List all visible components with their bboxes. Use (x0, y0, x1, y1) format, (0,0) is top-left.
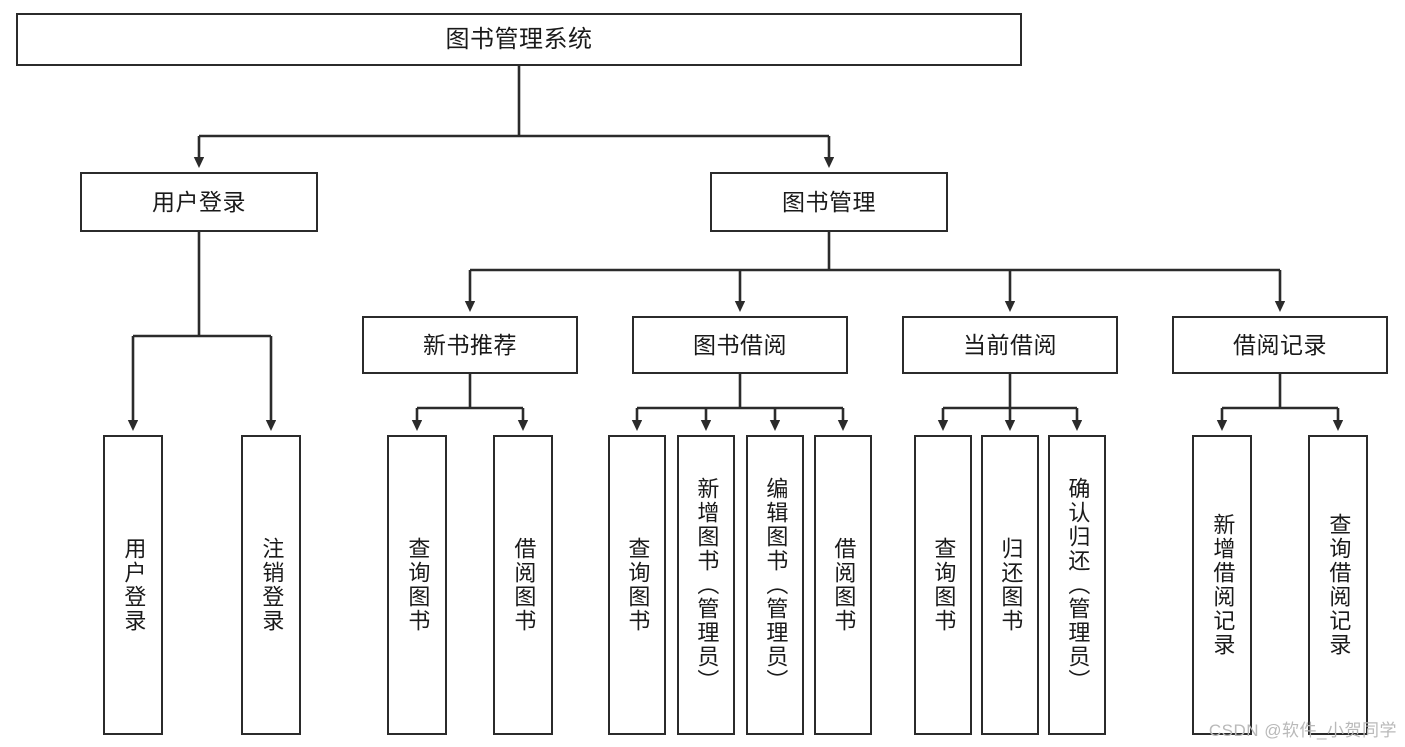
node-label: 新书推荐 (423, 331, 517, 358)
node-label: 查询图书 (405, 537, 431, 633)
node-label: 查询图书 (625, 537, 651, 633)
leaf-borrow-book[interactable]: 借阅图书 (814, 435, 872, 735)
node-label: 用户登录 (152, 188, 246, 215)
node-label: 图书管理系统 (445, 25, 593, 53)
leaf-add-borrow-record[interactable]: 新增借阅记录 (1192, 435, 1252, 735)
node-label: 借阅图书 (511, 537, 537, 633)
node-label: 编辑图书（管理员） (763, 477, 789, 693)
leaf-borrow-book-recommend[interactable]: 借阅图书 (493, 435, 553, 735)
node-label: 用户登录 (121, 537, 147, 633)
leaf-edit-book-admin[interactable]: 编辑图书（管理员） (746, 435, 804, 735)
node-label: 图书借阅 (693, 331, 787, 358)
leaf-logout[interactable]: 注销登录 (241, 435, 301, 735)
node-new-book-recommend[interactable]: 新书推荐 (362, 316, 578, 374)
leaf-query-book-recommend[interactable]: 查询图书 (387, 435, 447, 735)
node-label: 新增借阅记录 (1210, 513, 1236, 657)
node-label: 注销登录 (259, 537, 285, 633)
node-book-borrow[interactable]: 图书借阅 (632, 316, 848, 374)
leaf-query-book-borrow[interactable]: 查询图书 (608, 435, 666, 735)
leaf-query-book-current[interactable]: 查询图书 (914, 435, 972, 735)
node-root-book-management-system[interactable]: 图书管理系统 (16, 13, 1022, 66)
leaf-add-book-admin[interactable]: 新增图书（管理员） (677, 435, 735, 735)
node-label: 借阅记录 (1233, 331, 1327, 358)
node-label: 归还图书 (998, 537, 1024, 633)
node-current-borrow[interactable]: 当前借阅 (902, 316, 1118, 374)
node-book-management[interactable]: 图书管理 (710, 172, 948, 232)
node-label: 当前借阅 (963, 331, 1057, 358)
leaf-confirm-return-admin[interactable]: 确认归还（管理员） (1048, 435, 1106, 735)
leaf-return-book[interactable]: 归还图书 (981, 435, 1039, 735)
leaf-query-borrow-record[interactable]: 查询借阅记录 (1308, 435, 1368, 735)
node-borrow-record[interactable]: 借阅记录 (1172, 316, 1388, 374)
node-label: 查询借阅记录 (1326, 513, 1352, 657)
node-user-login[interactable]: 用户登录 (80, 172, 318, 232)
node-label: 新增图书（管理员） (694, 477, 720, 693)
node-label: 查询图书 (931, 537, 957, 633)
leaf-user-login[interactable]: 用户登录 (103, 435, 163, 735)
node-label: 确认归还（管理员） (1065, 477, 1091, 693)
csdn-watermark: CSDN @软件_小贺同学 (1208, 721, 1397, 740)
node-label: 借阅图书 (831, 537, 857, 633)
node-label: 图书管理 (782, 188, 876, 215)
